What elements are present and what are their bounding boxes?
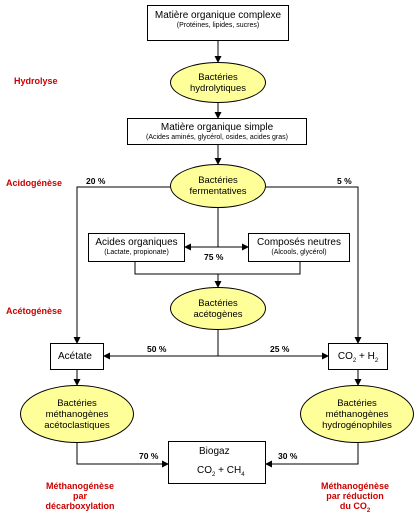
box-simple-title: Matière organique simple	[160, 122, 274, 133]
arrow-fermentative-to-co2h2	[266, 186, 362, 344]
ellipse-fermentative-bacteria: Bactéries fermentatives	[170, 164, 266, 208]
stage-methanogenesis-left-line1: Méthanogénèse	[45, 481, 114, 491]
hydrogenophilic-line1: Bactéries	[337, 397, 377, 409]
stage-methanogenesis-right-line3-text: du CO	[339, 501, 367, 511]
arrow-intermediates-merge	[134, 262, 301, 275]
box-simple-sub: (Acides aminés, glycérol, osides, acides…	[145, 134, 288, 141]
percent-acetate-branch: 20 %	[86, 176, 106, 186]
box-neutral-compounds: Composés neutres (Alcools, glycérol)	[248, 233, 350, 262]
hydrolytic-line1: Bactéries	[198, 71, 238, 83]
fermentative-line2: fermentatives	[189, 186, 247, 197]
box-co2h2-co: CO	[337, 351, 353, 362]
box-complex-organic-matter: Matière organique complexe (Protéines, l…	[147, 5, 289, 41]
box-biogas-ch: + CH	[215, 465, 242, 476]
box-biogas-sub2: 2	[212, 472, 216, 478]
box-acids-title: Acides organiques	[95, 237, 178, 248]
box-biogas: Biogaz CO2 + CH4	[168, 441, 266, 484]
box-co2h2-h: + H	[356, 351, 375, 362]
box-biogas-title: Biogaz	[199, 446, 230, 457]
box-complex-sub: (Protéines, lipides, sucres)	[176, 22, 260, 29]
stage-acetogenesis: Acétogénèse	[6, 306, 63, 316]
percent-to-acetate: 50 %	[147, 344, 167, 354]
percent-to-co2h2: 25 %	[270, 344, 290, 354]
acetogenic-line2: acétogènes	[193, 308, 243, 320]
stage-methanogenesis-right-line3: du CO2	[300, 501, 410, 516]
percent-acetoclastic-biogas: 70 %	[139, 451, 159, 461]
acetoclastic-line3: acétoclastiques	[44, 419, 110, 431]
stage-methanogenesis-left-line3: décarboxylation	[45, 501, 115, 511]
box-biogas-co: CO	[197, 465, 212, 476]
stage-hydrolysis: Hydrolyse	[14, 76, 58, 86]
arrow-fermentative-to-acetate	[73, 186, 170, 344]
acetoclastic-line1: Bactéries	[57, 397, 97, 409]
acetogenic-line1: Bactéries	[198, 297, 238, 309]
ellipse-hydrolytic-bacteria: Bactéries hydrolytiques	[170, 62, 266, 103]
box-simple-organic-matter: Matière organique simple (Acides aminés,…	[127, 118, 307, 145]
hydrogenophilic-line2: méthanogènes	[325, 408, 389, 420]
box-complex-title: Matière organique complexe	[154, 10, 282, 21]
box-neutral-title: Composés neutres	[257, 237, 341, 248]
box-biogas-sub4: 4	[241, 472, 245, 478]
box-co2h2-sub2b: 2	[374, 358, 379, 364]
stage-methanogenesis-right-subscript: 2	[366, 507, 371, 514]
stage-methanogenesis-right-line2: par réduction	[326, 491, 384, 501]
box-biogas-formula: CO2 + CH4	[197, 465, 265, 481]
percent-hydrogenophilic-biogas: 30 %	[278, 451, 298, 461]
fermentative-line1: Bactéries	[198, 175, 238, 186]
arrow-hydrogenophilic-to-biogas	[265, 443, 359, 468]
box-acetate-title: Acétate	[58, 351, 92, 362]
hydrolytic-line2: hydrolytiques	[190, 82, 246, 94]
stage-methanogenesis-right-line1: Méthanogénèse	[320, 481, 389, 491]
stage-methanogenesis-left: Méthanogénèse par décarboxylation	[30, 481, 130, 511]
arrow-acetoclastic-to-biogas	[76, 443, 169, 468]
box-neutral-sub: (Alcools, glycérol)	[271, 249, 327, 256]
acetoclastic-line2: méthanogènes	[45, 408, 109, 420]
percent-h2-branch: 5 %	[337, 176, 352, 186]
box-organic-acids: Acides organiques (Lactate, propionate)	[88, 233, 185, 262]
stage-acidogenesis: Acidogénèse	[6, 178, 63, 188]
hydrogenophilic-line3: hydrogénophiles	[322, 419, 392, 431]
box-co2-h2: CO2 + H2	[328, 343, 388, 370]
ellipse-acetoclastic-bacteria: Bactéries méthanogènes acétoclastiques	[20, 385, 134, 443]
box-acetate: Acétate	[50, 343, 104, 370]
box-co2h2-sub2: 2	[352, 358, 357, 364]
ellipse-acetogenic-bacteria: Bactéries acétogènes	[170, 287, 266, 330]
ellipse-hydrogenophilic-bacteria: Bactéries méthanogènes hydrogénophiles	[300, 385, 414, 443]
stage-methanogenesis-right: Méthanogénèse par réduction du CO2	[300, 481, 410, 516]
percent-intermediates: 75 %	[204, 252, 224, 262]
stage-methanogenesis-left-line2: par	[72, 491, 87, 501]
box-acids-sub: (Lactate, propionate)	[104, 249, 169, 256]
